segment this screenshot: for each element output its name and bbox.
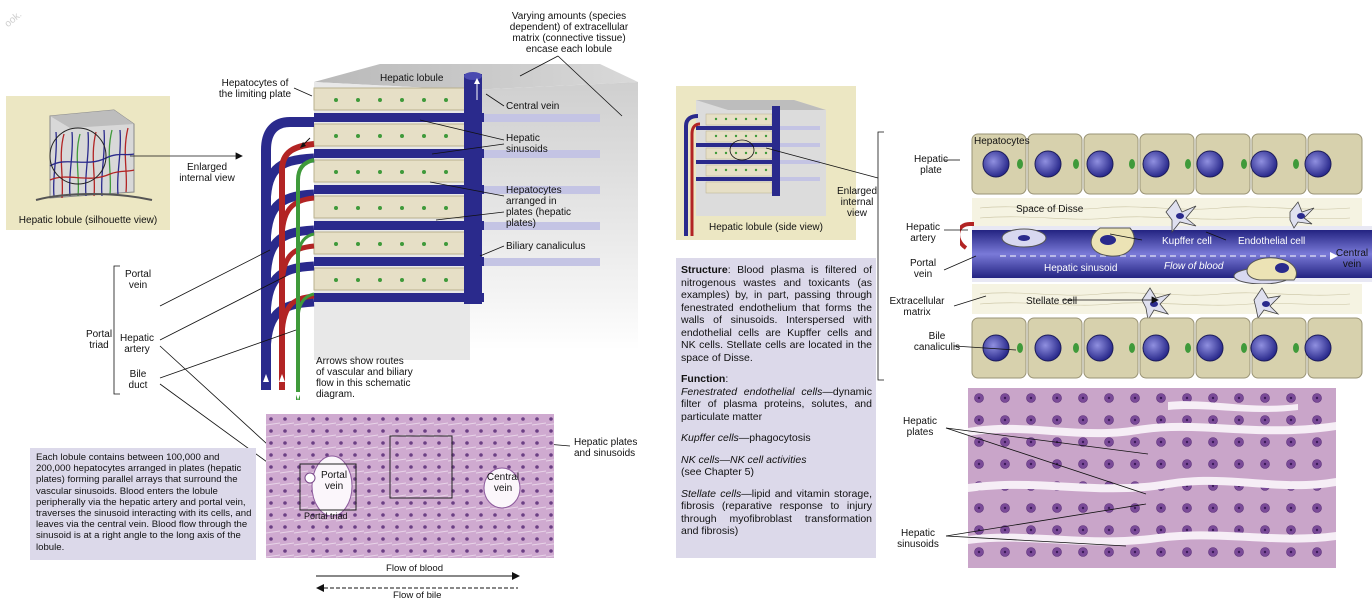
function-desc-stellate: —lipid and vitamin storage, fibrosis (re… <box>681 487 872 538</box>
function-term-nk: NK cells—NK cell activities <box>681 453 807 466</box>
label-flow-of-bile-left: Flow of bile <box>393 590 442 601</box>
sinusoid-diagram <box>960 133 1372 379</box>
label-hepatic-sinusoid: Hepatic sinusoid <box>1044 263 1118 274</box>
label-portal-vein: Portal vein <box>124 269 152 291</box>
label-stellate-cell: Stellate cell <box>1026 296 1078 307</box>
label-space-of-disse: Space of Disse <box>1016 204 1084 215</box>
left-micrograph-texture <box>266 414 554 558</box>
silhouette-thumbnail: Hepatic lobule (silhouette view) <box>6 96 170 230</box>
label-biliary-canaliculus: Biliary canaliculus <box>506 241 586 252</box>
label-central-vein: Central vein <box>506 101 560 112</box>
label-arrows-show: Arrows show routes of vascular and bilia… <box>316 356 413 400</box>
label-hepatic-plate: Hepatic plate <box>914 154 948 176</box>
micrograph-portal-triad: Portal triad <box>304 511 348 521</box>
label-extracellular-matrix: Extracellular matrix <box>889 296 945 318</box>
label-central-vein-right: Central vein <box>1335 248 1369 270</box>
micrograph-central-vein: Central vein <box>486 472 520 494</box>
left-info-text: Each lobule contains between 100,000 and… <box>36 452 252 553</box>
structure-heading: Structure <box>681 264 728 276</box>
label-hepatocytes: Hepatocytes <box>974 136 1030 147</box>
function-item-stellate: Stellate cells—lipid and vitamin storage… <box>681 488 872 538</box>
label-bile-duct: Bile duct <box>128 369 148 391</box>
label-kupffer-cell: Kupffer cell <box>1162 236 1212 247</box>
label-hepatocytes-arranged: Hepatocytes arranged in plates (hepatic … <box>506 185 572 229</box>
hepatic-plates <box>313 87 600 291</box>
label-hepatic-plates-sinusoids: Hepatic plates and sinusoids <box>574 437 638 459</box>
label-hepatic-sinusoids-right: Hepatic sinusoids <box>897 528 939 550</box>
structure-text: : Blood plasma is filtered of nitrogenou… <box>681 264 872 364</box>
function-term-endothelial: Fenestrated endothelial cells <box>681 385 823 398</box>
label-flow-of-blood-right: Flow of blood <box>1164 261 1224 272</box>
function-desc-endothelial: —dynamic filter of plasma proteins, solu… <box>681 385 872 423</box>
micrograph-portal-vein: Portal vein <box>320 470 348 492</box>
top-hepatocyte-row <box>971 133 1363 195</box>
silhouette-caption: Hepatic lobule (silhouette view) <box>18 215 158 226</box>
function-item-nk: NK cells—NK cell activities(see Chapter … <box>681 454 872 479</box>
function-term-kupffer: Kupffer cells <box>681 432 739 444</box>
function-heading: Function <box>681 373 726 385</box>
lobule-3d-schematic <box>261 64 638 400</box>
label-hepatic-plates-right: Hepatic plates <box>903 416 937 438</box>
label-enlarged-internal-view: Enlarged internal view <box>179 162 235 184</box>
label-bile-canaliculis: Bile canaliculis <box>913 331 961 353</box>
label-hepatic-artery: Hepatic artery <box>120 333 154 355</box>
label-portal-vein-right: Portal vein <box>909 258 937 280</box>
flow-arrows-left <box>316 572 520 592</box>
silhouette-illustration <box>35 109 153 201</box>
label-varying-amounts: Varying amounts (species dependent) of e… <box>509 11 629 55</box>
label-hepatocytes-limiting-plate: Hepatocytes of the limiting plate <box>218 78 292 100</box>
right-info-text: Structure: Blood plasma is filtered of n… <box>681 264 872 547</box>
function-heading-line: Function: <box>681 373 872 386</box>
right-info-panel <box>676 258 876 558</box>
right-micrograph <box>968 388 1336 568</box>
left-info-panel <box>30 448 256 560</box>
function-item-endothelial: Fenestrated endothelial cells—dynamic fi… <box>681 386 872 424</box>
label-hepatic-sinusoids: Hepatic sinusoids <box>506 133 548 155</box>
left-micrograph: Portal vein Central vein Portal triad <box>266 414 554 558</box>
label-flow-of-blood-left: Flow of blood <box>386 563 444 574</box>
function-term-stellate: Stellate cells <box>681 487 742 500</box>
function-desc-nk: (see Chapter 5) <box>681 466 754 478</box>
label-portal-triad: Portal triad <box>85 329 113 351</box>
label-endothelial-cell: Endothelial cell <box>1238 236 1306 247</box>
function-item-kupffer: Kupffer cells—phagocytosis <box>681 432 872 445</box>
structure-paragraph: Structure: Blood plasma is filtered of n… <box>681 264 872 364</box>
label-enlarged-internal-view-right: Enlarged internal view <box>836 186 878 219</box>
side-view-caption: Hepatic lobule (side view) <box>709 222 823 233</box>
function-desc-kupffer: —phagocytosis <box>738 432 811 444</box>
label-hepatic-artery-right: Hepatic artery <box>906 222 940 244</box>
label-hepatic-lobule: Hepatic lobule <box>380 73 444 84</box>
right-leader-lines <box>765 131 1227 547</box>
right-micrograph-texture <box>968 388 1336 568</box>
function-colon: : <box>725 373 729 385</box>
